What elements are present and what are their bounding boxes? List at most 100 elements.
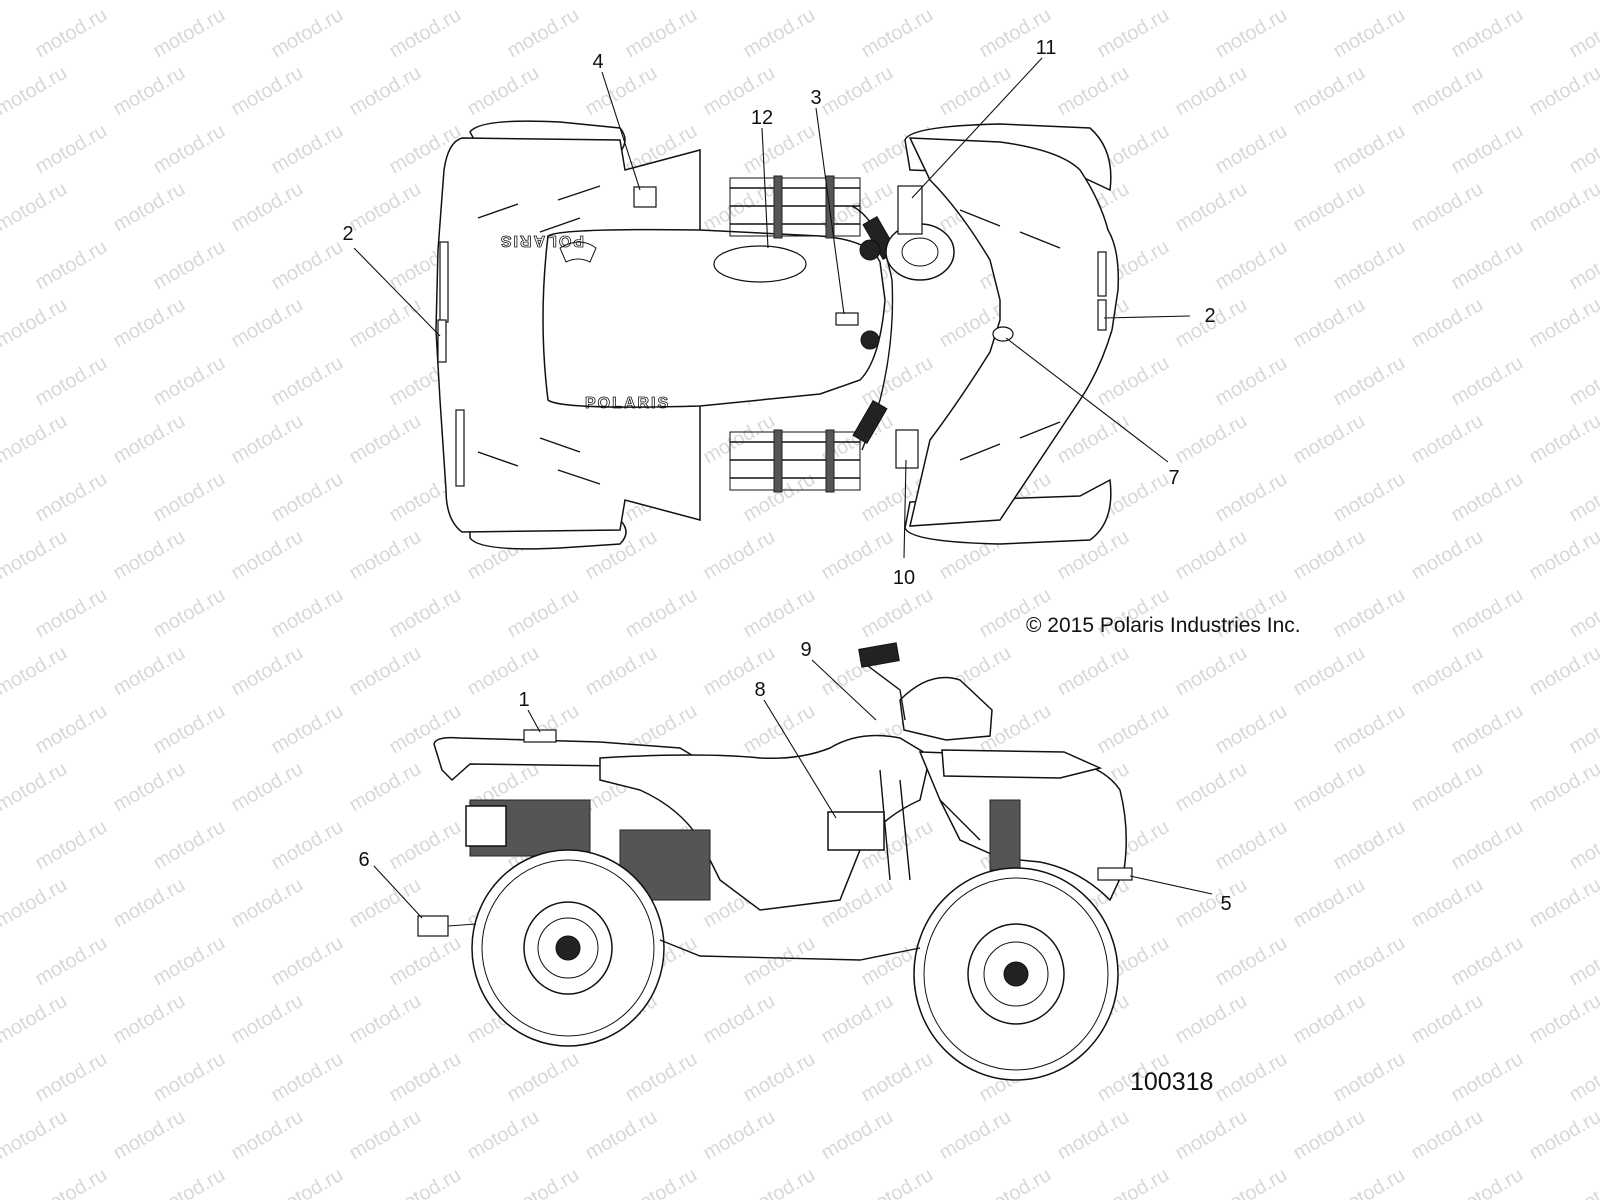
decal-11 [897,185,923,235]
watermark-text: motod.ru [1448,700,1527,759]
watermark-text: motod.ru [150,4,229,63]
watermark-text: motod.ru [464,642,543,701]
watermark-text: motod.ru [1290,0,1369,4]
rear-reflector-bottom [455,409,465,487]
watermark-text: motod.ru [32,932,111,991]
watermark-text: motod.ru [386,816,465,875]
watermark-text: motod.ru [1408,526,1487,585]
handlebar-side [859,659,906,721]
watermark-text: motod.ru [32,816,111,875]
watermark-text: motod.ru [150,816,229,875]
watermark-text: motod.ru [268,932,347,991]
watermark-text: motod.ru [1212,120,1291,179]
watermark-text: motod.ru [1448,120,1527,179]
watermark-text: motod.ru [504,4,583,63]
callout-5: 5 [1220,893,1231,915]
copyright-notice: © 2015 Polaris Industries Inc. [1026,614,1301,637]
watermark-text: motod.ru [346,0,425,4]
polaris-decal-lower: POLARIS [585,395,670,412]
leader-2-front [1103,315,1191,319]
watermark-text: motod.ru [268,1164,347,1200]
watermark-text: motod.ru [228,642,307,701]
watermark-text: motod.ru [1566,352,1600,411]
watermark-text: motod.ru [0,62,71,121]
front-fender-slots [959,209,1061,461]
watermark-text: motod.ru [32,700,111,759]
watermark-text: motod.ru [1172,526,1251,585]
watermark-text: motod.ru [582,642,661,701]
watermark-text: motod.ru [582,1106,661,1165]
decal-6 [417,915,449,937]
decal-8 [827,811,885,851]
watermark-text: motod.ru [1566,700,1600,759]
watermark-text: motod.ru [1566,236,1600,295]
decal-4 [633,186,657,208]
watermark-text: motod.ru [1330,468,1409,527]
watermark-text: motod.ru [346,62,425,121]
watermark-text: motod.ru [0,758,71,817]
callout-7: 7 [1168,467,1179,489]
rear-storage [465,805,507,847]
watermark-text: motod.ru [1526,758,1600,817]
watermark-text: motod.ru [150,120,229,179]
front-fender [908,137,1120,527]
watermark-text: motod.ru [1448,584,1527,643]
watermark-text: motod.ru [110,758,189,817]
seat-handle [559,241,597,263]
decal-12 [713,245,807,283]
watermark-text: motod.ru [1448,1164,1527,1200]
watermark-text: motod.ru [1408,294,1487,353]
decal-3 [835,312,859,326]
watermark-text: motod.ru [268,468,347,527]
watermark-text: motod.ru [1448,1048,1527,1107]
rear-wheel [471,849,665,1047]
watermark-text: motod.ru [1290,758,1369,817]
watermark-text: motod.ru [1212,816,1291,875]
watermark-text: motod.ru [1408,178,1487,237]
callout-11: 11 [1036,37,1057,59]
watermark-text: motod.ru [700,0,779,4]
watermark-text: motod.ru [1212,4,1291,63]
watermark-text: motod.ru [464,1106,543,1165]
watermark-text: motod.ru [740,4,819,63]
watermark-text: motod.ru [228,758,307,817]
watermark-text: motod.ru [346,178,425,237]
watermark-text: motod.ru [1172,410,1251,469]
watermark-text: motod.ru [0,874,71,933]
watermark-text: motod.ru [228,410,307,469]
watermark-text: motod.ru [1526,178,1600,237]
watermark-text: motod.ru [1094,352,1173,411]
watermark-text: motod.ru [1094,4,1173,63]
watermark-text: motod.ru [1290,1106,1369,1165]
watermark-text: motod.ru [32,1164,111,1200]
watermark-text: motod.ru [268,1048,347,1107]
watermark-text: motod.ru [268,584,347,643]
leader-5 [1129,875,1213,895]
watermark-text: motod.ru [1290,990,1369,1049]
callout-2-rear: 2 [342,223,353,245]
watermark-text: motod.ru [32,1048,111,1107]
figure-number: 100318 [1130,1068,1213,1096]
watermark-text: motod.ru [268,236,347,295]
watermark-text: motod.ru [346,294,425,353]
watermark-text: motod.ru [1566,468,1600,527]
watermark-text: motod.ru [110,990,189,1049]
leader-11 [911,57,1043,199]
watermark-text: motod.ru [346,990,425,1049]
watermark-text: motod.ru [1566,932,1600,991]
watermark-text: motod.ru [858,1048,937,1107]
watermark-text: motod.ru [228,294,307,353]
watermark-text: motod.ru [110,642,189,701]
watermark-text: motod.ru [1526,410,1600,469]
watermark-text: motod.ru [1290,178,1369,237]
watermark-text: motod.ru [1408,62,1487,121]
watermark-text: motod.ru [150,468,229,527]
watermark-text: motod.ru [740,584,819,643]
footrest-bottom [729,429,861,493]
callout-1: 1 [518,689,529,711]
watermark-text: motod.ru [1330,120,1409,179]
watermark-text: motod.ru [1448,932,1527,991]
watermark-text: motod.ru [1566,584,1600,643]
watermark-text: motod.ru [1330,236,1409,295]
